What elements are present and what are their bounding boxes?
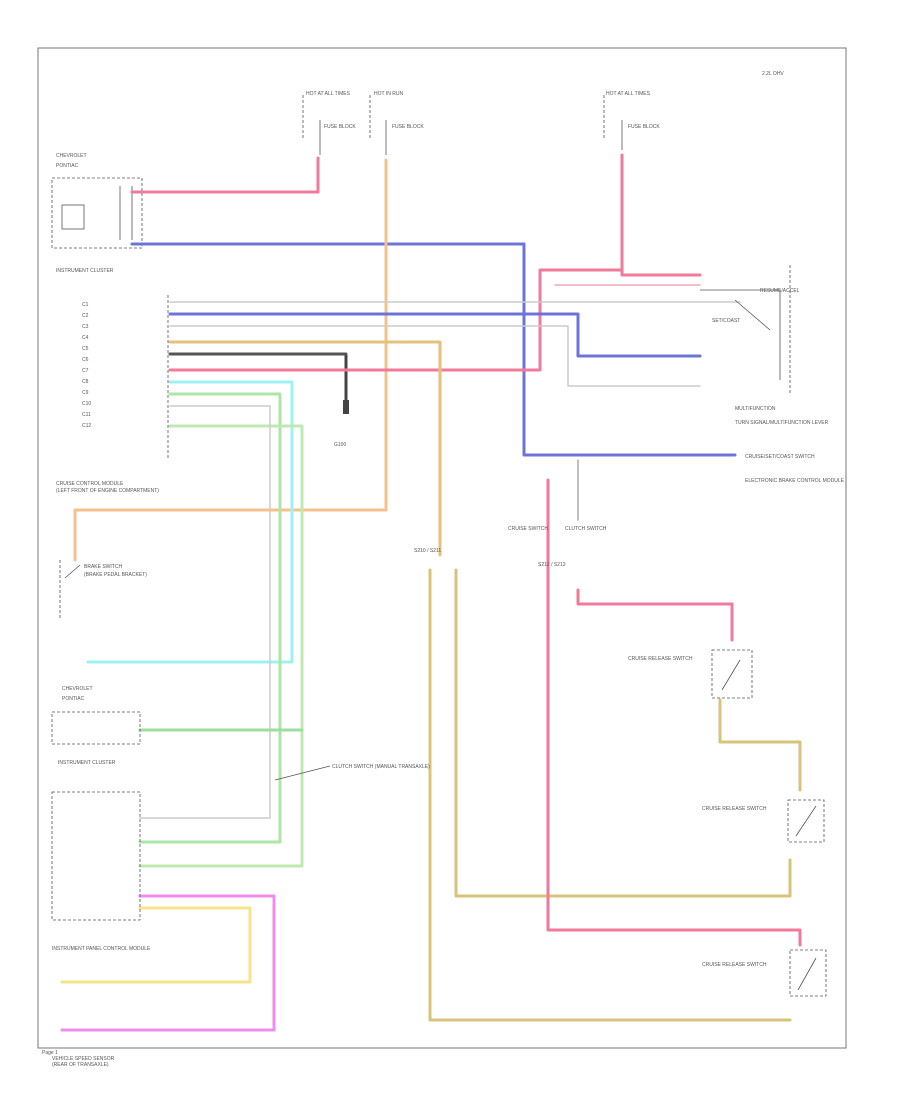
cruise-module-connector: C1 C2 C3 C4 C5 C6 C7 C8 C9 C10 C11 C12 C… [56,295,169,494]
power-label-1: HOT AT ALL TIMES [306,91,351,97]
pin-7: C7 [82,368,89,374]
ground-label: G100 [334,442,346,448]
cluster-label-top: INSTRUMENT CLUSTER [56,268,114,274]
wire-yellow [60,906,252,984]
clutch-switch-ref: CLUTCH SWITCH [565,526,607,532]
pin-10: C10 [82,401,91,407]
wire-red-lower [546,478,802,947]
fuse-label-1: FUSE BLOCK [324,124,356,130]
wire-blue-2 [168,312,702,358]
pin-3: C3 [82,324,89,330]
electronic-brake-label: ELECTRONIC BRAKE CONTROL MODULE [745,478,845,484]
resume-button-label: RESUME/ACCEL [760,288,800,294]
pin-12: C12 [82,423,91,429]
pontiac-label-mid: PONTIAC [62,696,85,702]
wire-red-cluster [130,156,320,194]
pin-4: C4 [82,335,89,341]
fuse-label-2: FUSE BLOCK [392,124,424,130]
corner-note: 2.2L OHV [762,71,784,77]
release-switch-1: CRUISE RELEASE SWITCH [628,649,753,699]
turn-signal-label: TURN SIGNAL/MULTIFUNCTION LEVER [735,420,829,426]
release-switch-3: CRUISE RELEASE SWITCH [702,949,827,997]
release-switch-2: CRUISE RELEASE SWITCH [702,799,825,843]
wire-red-fuse-right [620,153,702,277]
diagram-border [37,47,847,1049]
clutch-note: CLUTCH SWITCH (MANUAL TRANSAXLE) [274,764,430,781]
pin-6: C6 [82,357,89,363]
clutch-note-label: CLUTCH SWITCH (MANUAL TRANSAXLE) [332,764,430,770]
instrument-cluster-mid: CHEVROLET PONTIAC INSTRUMENT CLUSTER INS… [51,686,151,1068]
instrument-cluster-top: CHEVROLET PONTIAC INSTRUMENT CLUSTER [51,153,143,274]
power-label-2: HOT IN RUN [374,91,403,97]
pin-1: C1 [82,302,89,308]
wire-red-clutch [576,588,734,642]
pin-5: C5 [82,346,89,352]
pin-9: C9 [82,390,89,396]
cavalier-label-mid: CHEVROLET [62,686,93,692]
wire-tan-mid [454,568,792,898]
release-switch-3-label: CRUISE RELEASE SWITCH [702,962,767,968]
cruise-switch-ref: CRUISE SWITCH [508,526,548,532]
cruise-module-sublabel: (LEFT FRONT OF ENGINE COMPARTMENT) [56,488,159,494]
pin-8: C8 [82,379,89,385]
footer-note: Page 1 [42,1050,58,1056]
release-switch-2-label: CRUISE RELEASE SWITCH [702,806,767,812]
wire-tan-lower [428,568,792,1022]
pin-11: C11 [82,412,91,418]
multifunction-switch: SET/COAST RESUME/ACCEL MULTIFUNCTION TUR… [700,265,845,484]
power-source-1: HOT AT ALL TIMES FUSE BLOCK [302,91,356,155]
cruise-module-label: CRUISE CONTROL MODULE [56,481,124,487]
vss-sublabel: (REAR OF TRANSAXLE) [52,1062,109,1068]
wire-cyan [86,380,294,664]
power-source-2: HOT IN RUN FUSE BLOCK [369,91,424,155]
splice-label-2: S212 / S213 [538,562,566,568]
wire-tan-right [718,698,802,792]
wire-gray-3 [139,405,271,819]
power-label-3: HOT AT ALL TIMES [606,91,651,97]
fuse-label-3: FUSE BLOCK [628,124,660,130]
set-button-label: SET/COAST [712,318,740,324]
brake-switch-label: BRAKE SWITCH [84,564,122,570]
cluster-label-mid: INSTRUMENT CLUSTER [58,760,116,766]
wire-green-2 [138,424,304,868]
brake-switch-sublabel: (BRAKE PEDAL BRACKET) [84,572,147,578]
cruise-switch-label: CRUISE/SET/COAST SWITCH [745,454,815,460]
pontiac-label-top: PONTIAC [56,163,79,169]
multifunction-label: MULTIFUNCTION [735,406,776,412]
power-source-3: HOT AT ALL TIMES FUSE BLOCK [603,91,660,150]
release-switch-1-label: CRUISE RELEASE SWITCH [628,656,693,662]
cruise-module-lower-label: INSTRUMENT PANEL CONTROL MODULE [52,946,151,952]
cavalier-label-top: CHEVROLET [56,153,87,159]
pin-2: C2 [82,313,89,319]
wire-gray-2 [169,325,701,387]
vss-label: VEHICLE SPEED SENSOR [52,1056,115,1062]
splice-label-1: S210 / S211 [414,548,441,554]
wire-tan-1 [168,340,442,557]
wire-orange-run [73,158,388,562]
ground-g100: G100 [334,355,349,448]
brake-switch-left: BRAKE SWITCH (BRAKE PEDAL BRACKET) [59,560,147,620]
wire-blue-cluster [130,242,737,457]
wire-green-light [138,392,282,844]
wire-magenta [60,894,276,1032]
wire-red-long [168,268,624,372]
